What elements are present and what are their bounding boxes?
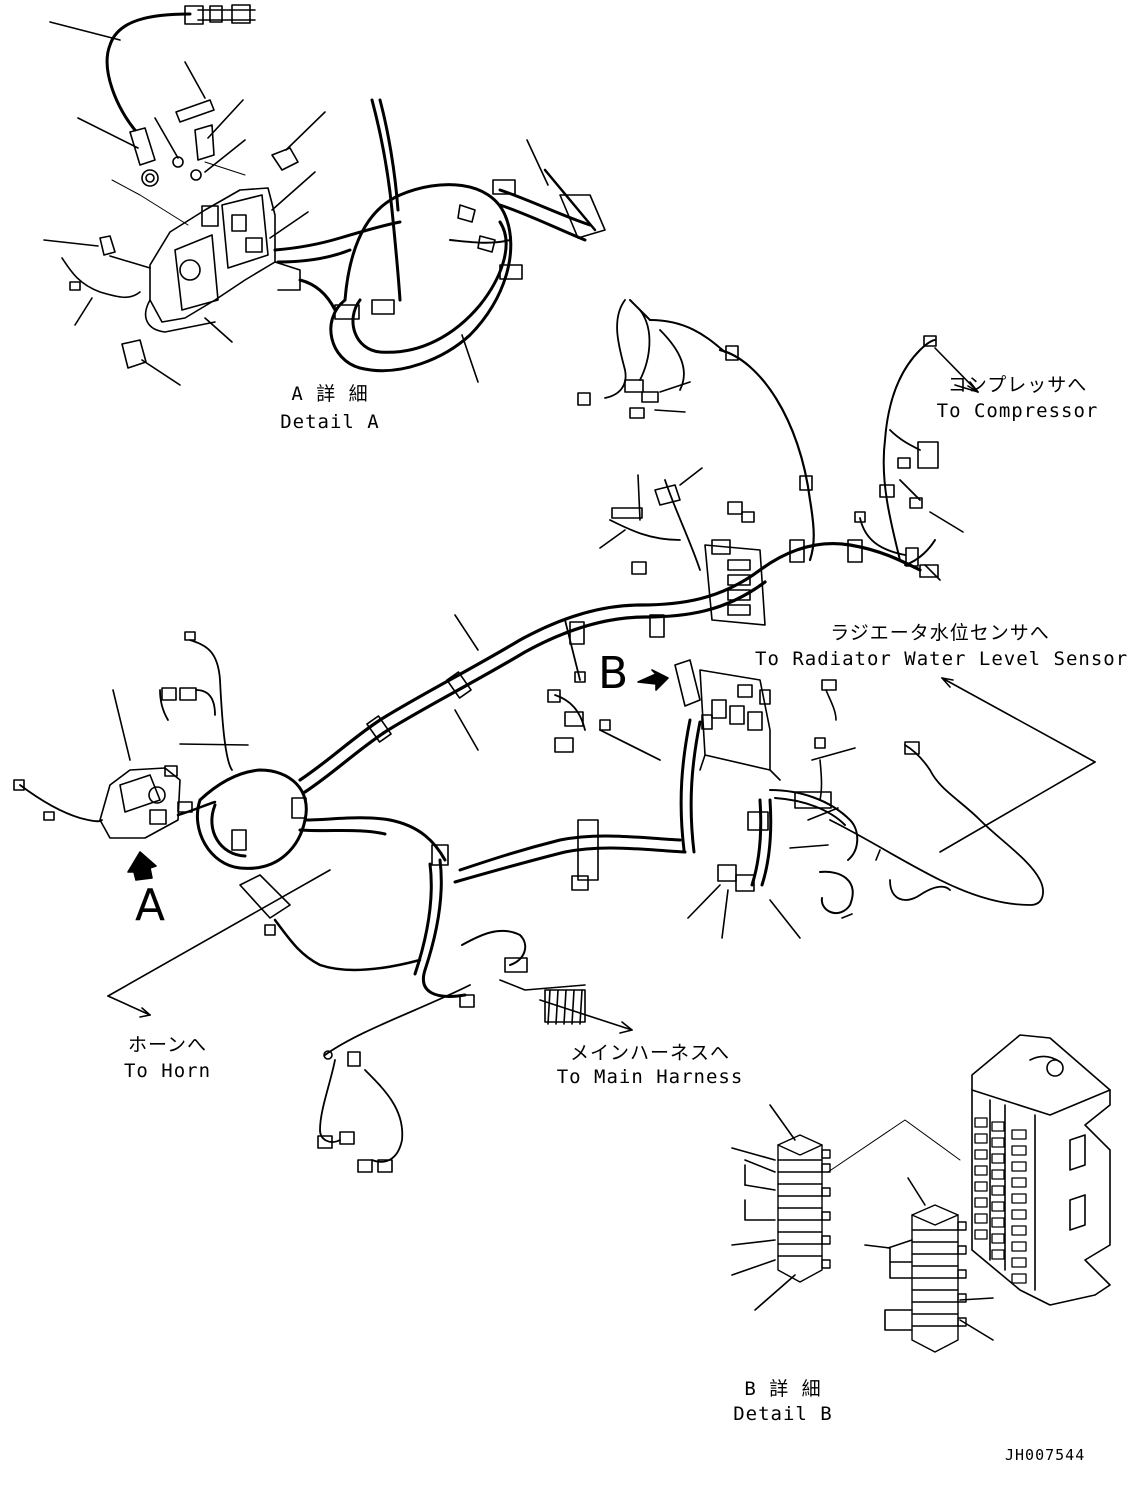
detail-b-label-ja: B 詳 細: [744, 1378, 822, 1400]
detail-b-assembly: [731, 1034, 1111, 1353]
main-harness-assembly: [13, 299, 1096, 1173]
compressor-label-en: To Compressor: [936, 400, 1099, 422]
drawing-code: JH007544: [1005, 1446, 1086, 1464]
detail-a-label-ja: A 詳 細: [291, 383, 369, 405]
detail-a-label-en: Detail A: [280, 411, 380, 433]
view-a-marker: A: [135, 880, 166, 931]
detail-a-assembly: [43, 4, 606, 386]
radiator-label-en: To Radiator Water Level Sensor: [755, 648, 1129, 670]
radiator-label-ja: ラジエータ水位センサへ: [830, 622, 1050, 644]
main-harness-label-en: To Main Harness: [556, 1066, 744, 1088]
view-b-marker: B: [598, 648, 629, 699]
compressor-label-ja: コンプレッサへ: [947, 374, 1088, 396]
detail-b-label-en: Detail B: [733, 1403, 833, 1425]
main-harness-label-ja: メインハーネスへ: [569, 1042, 730, 1064]
horn-label-en: To Horn: [123, 1060, 212, 1082]
horn-label-ja: ホーンへ: [127, 1034, 208, 1056]
